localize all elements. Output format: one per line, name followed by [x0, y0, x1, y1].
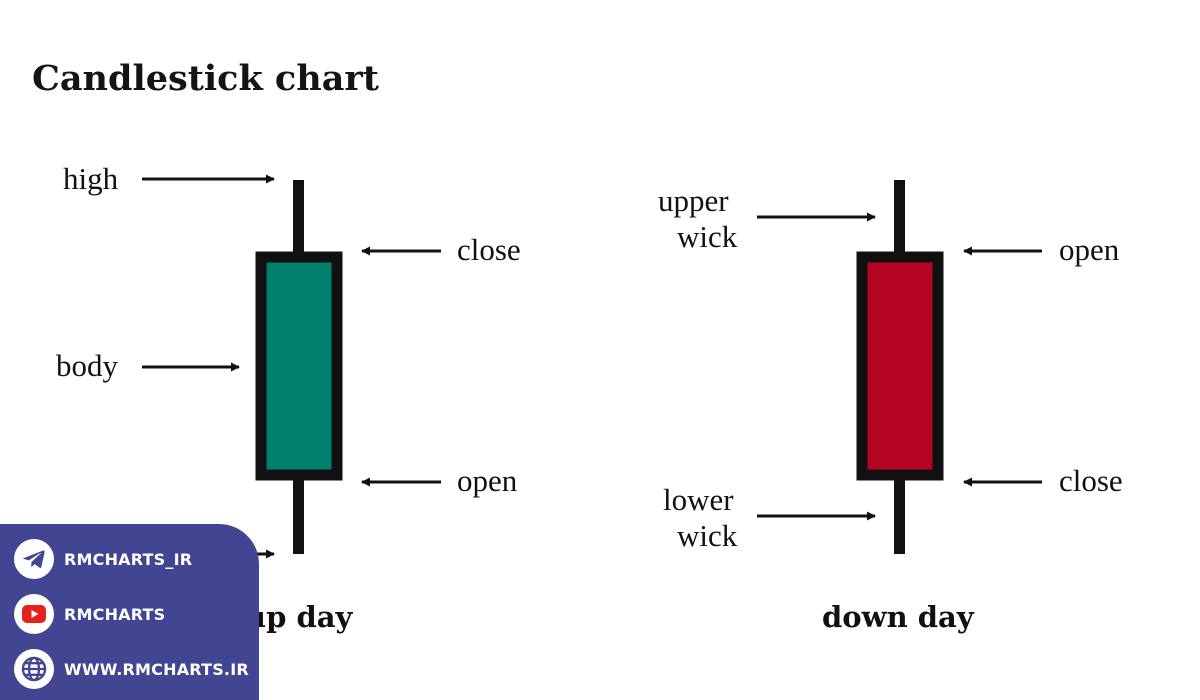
telegram-handle: RMCHARTS_IR — [64, 549, 193, 569]
up-day-candle — [255, 180, 343, 554]
label-lower-wick: wick — [677, 518, 738, 553]
label-upper-wick: wick — [677, 219, 738, 254]
up-day-body — [255, 251, 343, 481]
down-day-body — [856, 251, 944, 481]
label-open-up: open — [457, 463, 518, 498]
label-body: body — [56, 348, 118, 383]
caption-down-day: down day — [822, 600, 974, 634]
social-panel: RMCHARTS_IR RMCHARTS WWW.RMCHARTS.IR — [0, 524, 259, 700]
label-lower: lower — [663, 482, 734, 517]
telegram-link[interactable]: RMCHARTS_IR — [14, 539, 192, 579]
label-close-down: close — [1059, 463, 1123, 498]
telegram-icon — [14, 539, 54, 579]
label-upper: upper — [658, 183, 729, 218]
website-link[interactable]: WWW.RMCHARTS.IR — [14, 649, 249, 689]
page-title: Candlestick chart — [32, 58, 379, 99]
website-url: WWW.RMCHARTS.IR — [64, 659, 249, 679]
label-close-up: close — [457, 232, 521, 267]
label-high: high — [63, 161, 119, 196]
globe-icon — [14, 649, 54, 689]
up-day-lower-wick — [293, 476, 304, 554]
caption-up-day: up day — [245, 600, 353, 634]
youtube-handle: RMCHARTS — [64, 604, 166, 624]
down-day-upper-wick — [894, 180, 905, 258]
up-day-upper-wick — [293, 180, 304, 258]
label-open-down: open — [1059, 232, 1120, 267]
down-day-candle — [856, 180, 944, 554]
down-day-lower-wick — [894, 476, 905, 554]
youtube-link[interactable]: RMCHARTS — [14, 594, 165, 634]
youtube-icon — [14, 594, 54, 634]
